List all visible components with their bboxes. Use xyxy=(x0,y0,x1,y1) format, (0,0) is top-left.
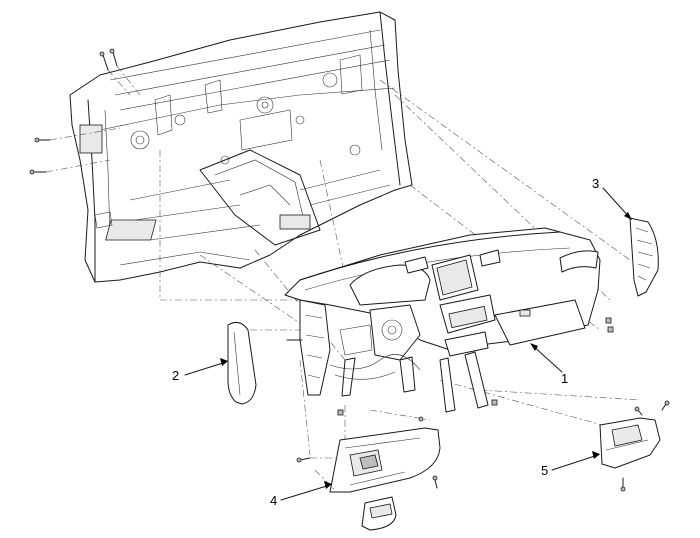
lower-right-cover xyxy=(599,400,670,492)
right-side-trim xyxy=(629,217,659,297)
dashboard-assembly xyxy=(284,227,614,422)
body-shell xyxy=(69,11,413,283)
leader-lines xyxy=(184,187,632,501)
body-bolts xyxy=(29,48,141,175)
lower-crash-pad-panel xyxy=(296,427,441,531)
callout-2: 2 xyxy=(172,368,180,383)
callout-4: 4 xyxy=(270,493,278,508)
callout-1: 1 xyxy=(561,371,569,386)
callout-5: 5 xyxy=(541,463,549,478)
callout-3: 3 xyxy=(592,176,600,191)
left-end-panel xyxy=(227,321,257,405)
